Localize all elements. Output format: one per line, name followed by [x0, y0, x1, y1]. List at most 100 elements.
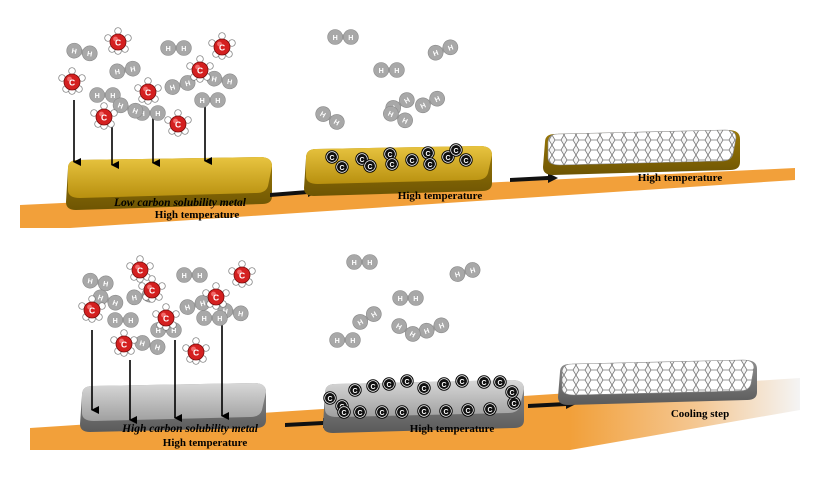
methane-molecule: C — [138, 275, 166, 303]
carbon-symbol: C — [421, 409, 426, 416]
hydrogen-symbol: H — [102, 280, 108, 289]
hydrogen-symbol: H — [332, 118, 340, 127]
carbon-symbol: C — [115, 37, 121, 47]
carbon-symbol: C — [463, 158, 468, 165]
surface-carbon-atom: C — [449, 143, 463, 157]
methane-molecule: C — [208, 32, 236, 60]
hydrogen-symbol: H — [182, 272, 187, 280]
hydrogen-symbol: H — [87, 277, 93, 286]
hydrogen-symbol: H — [350, 337, 355, 345]
hydrogen-molecule: HH — [92, 289, 124, 311]
surface-carbon-atom: C — [455, 374, 469, 388]
label-cooling-step: Cooling step — [671, 408, 729, 420]
hydrogen-molecule: HH — [383, 105, 413, 129]
surface-carbon-atom: C — [421, 146, 435, 160]
label-high-temp-4: High temperature — [163, 437, 248, 449]
hydrogen-symbol: H — [166, 45, 171, 53]
carbon-symbol: C — [219, 42, 225, 52]
carbon-symbol: C — [137, 265, 143, 275]
hydrogen-symbol: H — [395, 322, 403, 331]
process-arrows-row1 — [270, 173, 558, 197]
surface-carbon-atom: C — [459, 153, 473, 167]
hydrogen-symbol: H — [454, 270, 461, 279]
hydrogen-symbol: H — [113, 317, 118, 325]
hydrogen-symbol: H — [379, 67, 384, 75]
methane-molecule: C — [228, 260, 256, 288]
hydrogen-symbol: H — [226, 78, 232, 87]
hydrogen-symbol: H — [211, 75, 217, 84]
label-high-temp-3: High temperature — [638, 172, 723, 184]
carbon-symbol: C — [145, 87, 151, 97]
carbon-symbol: C — [367, 164, 372, 171]
methane-molecule: C — [152, 303, 180, 331]
carbon-symbol: C — [445, 155, 450, 162]
methane-molecule: C — [164, 109, 192, 137]
hydrogen-symbol: H — [432, 49, 440, 58]
hydrogen-symbol: H — [131, 294, 137, 303]
deposition-arrows-panel2 — [91, 322, 229, 424]
hydrogen-molecule: HH — [427, 39, 459, 61]
hydrogen-symbol: H — [184, 79, 191, 88]
hydrogen-molecule: HH — [415, 90, 445, 114]
carbon-symbol: C — [175, 119, 181, 129]
surface-carbon-atom: C — [505, 385, 519, 399]
surface-carbon-atom: C — [417, 381, 431, 395]
hydrogen-symbol: H — [217, 315, 222, 323]
floor-strip-row1 — [20, 168, 795, 228]
hydrogen-symbol: H — [184, 303, 191, 312]
hydrogen-symbol: H — [319, 110, 327, 119]
carbon-symbol: C — [197, 65, 203, 75]
hydrogen-symbol: H — [95, 92, 100, 100]
carbon-symbol: C — [509, 390, 514, 397]
surface-carbon-atom: C — [483, 402, 497, 416]
surface-carbon-atom: C — [375, 405, 389, 419]
hydrogen-molecule: HH — [352, 306, 382, 330]
hydrogen-symbol: H — [398, 295, 403, 303]
hydrogen-symbol: H — [413, 295, 418, 303]
hydrogen-symbol: H — [156, 327, 161, 335]
surface-carbon-atom: C — [353, 405, 367, 419]
surface-carbon-atom: C — [325, 150, 339, 164]
hydrogen-symbol: H — [401, 116, 409, 125]
molecule-layer: HHHHHHHHHHHHHHHHHHCCCCCCCHHHHHHHHHHHHHHC… — [58, 27, 521, 419]
hydrogen-symbol: H — [111, 299, 119, 308]
hydrogen-symbol: H — [171, 327, 176, 335]
hydrogen-symbol: H — [394, 67, 399, 75]
hydrogen-symbol: H — [181, 45, 186, 53]
label-low-solubility-metal: Low carbon solubility metal — [113, 197, 247, 209]
hydrogen-symbol: H — [352, 259, 357, 267]
metal-block-graphene — [543, 129, 740, 175]
hydrogen-symbol: H — [333, 34, 338, 42]
surface-carbon-atom: C — [439, 404, 453, 418]
hydrogen-symbol: H — [139, 339, 146, 348]
carbon-symbol: C — [339, 165, 344, 172]
surface-carbon-atom: C — [461, 403, 475, 417]
methane-molecule: C — [110, 329, 138, 357]
methane-molecule: C — [126, 255, 154, 283]
carbon-symbol: C — [511, 401, 516, 408]
carbon-symbol: C — [425, 151, 430, 158]
hydrogen-symbol: H — [117, 101, 125, 110]
carbon-symbol: C — [379, 410, 384, 417]
hydrogen-symbol: H — [370, 310, 378, 319]
surface-carbon-atom: C — [507, 396, 521, 410]
carbon-symbol: C — [327, 396, 332, 403]
metal-block-graphene-cooled — [558, 359, 757, 405]
carbon-symbol: C — [341, 410, 346, 417]
carbon-symbol: C — [487, 407, 492, 414]
carbon-symbol: C — [409, 158, 414, 165]
surface-carbon-atom: C — [385, 157, 399, 171]
hydrogen-symbol: H — [423, 327, 431, 336]
deposition-arrows-panel1 — [73, 95, 212, 169]
process-arrows-row2 — [285, 399, 576, 428]
